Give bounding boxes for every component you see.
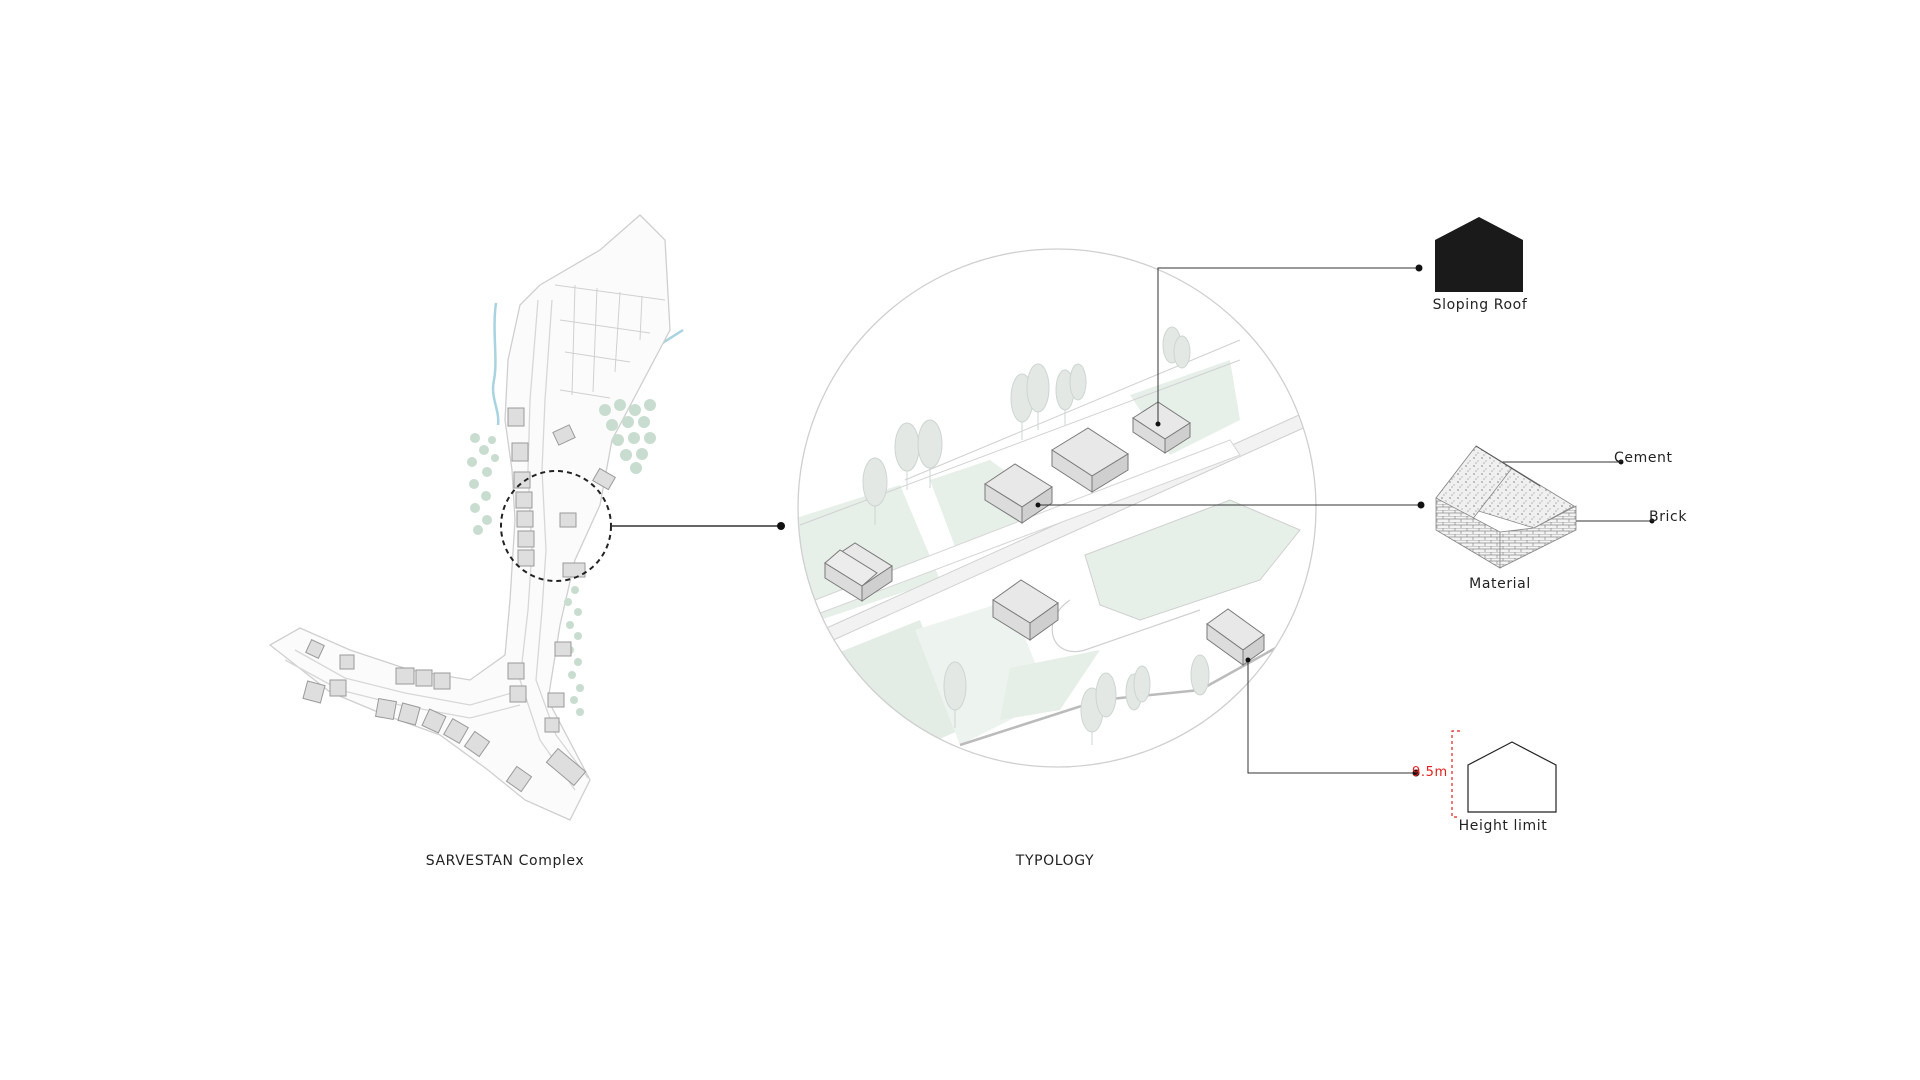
typology-title: TYPOLOGY: [1015, 853, 1095, 869]
typology-houses: [824, 401, 1265, 666]
brick-label: Brick: [1649, 509, 1688, 525]
ghost-trees: [862, 326, 1210, 745]
upper-plots: [554, 284, 666, 399]
typology-circle: [797, 248, 1317, 768]
height-value-label: 9.5m: [1412, 765, 1448, 780]
site-plan: [268, 214, 684, 821]
sloping-roof-label: Sloping Roof: [1432, 297, 1528, 313]
height-limit-label: Height limit: [1458, 818, 1548, 834]
callout-lines: [1038, 267, 1651, 774]
roof-connector: [1157, 267, 1418, 424]
site-connector-dot: [777, 522, 785, 530]
typology-house-5: [992, 579, 1059, 641]
main-road: [519, 299, 576, 791]
sloping-roof-icon: [1435, 217, 1523, 292]
typology-house-2: [984, 463, 1053, 524]
site-title: SARVESTAN Complex: [425, 853, 585, 869]
branch-road-edge: [294, 649, 523, 706]
typology-house-1: [824, 542, 893, 602]
typology-house-4: [1132, 401, 1191, 454]
field-lower-right: [1084, 499, 1301, 621]
site-houses: [302, 407, 616, 793]
loop-path: [1051, 599, 1201, 653]
branch-road: [284, 659, 521, 719]
typology-view: [798, 249, 1316, 767]
material-house-icon: [1435, 445, 1577, 569]
typology-house-6: [1206, 608, 1265, 666]
typology-house-3: [1051, 427, 1129, 493]
height-limit-icon: [1451, 730, 1557, 818]
cement-label: Cement: [1614, 450, 1673, 466]
height-connector: [1247, 660, 1415, 774]
height-dimension-mark: [1451, 730, 1460, 818]
field-bottom: [1000, 650, 1100, 720]
river: [491, 302, 500, 426]
material-label: Material: [1469, 576, 1531, 592]
tree-clusters: [467, 399, 656, 716]
callout-dots: [1035, 264, 1655, 777]
